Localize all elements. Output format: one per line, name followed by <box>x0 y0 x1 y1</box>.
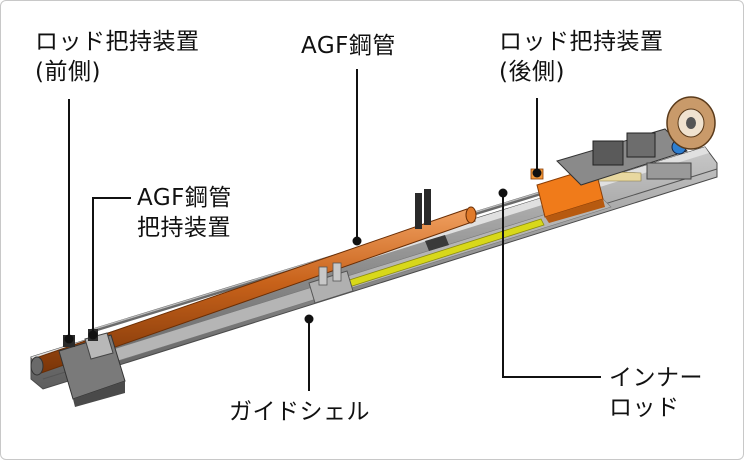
hose-reel <box>666 96 716 150</box>
drill-head-assembly <box>556 128 692 186</box>
label-front-rod-holder-line2: (前側) <box>35 59 101 85</box>
leader-agf-pipe-holder <box>92 197 131 335</box>
label-rear-rod-holder-line1: ロッド把持装置 <box>499 29 664 55</box>
label-agf-steel-pipe: AGF鋼管 <box>301 33 396 59</box>
middle-carriage <box>308 262 354 304</box>
mast-bracket <box>415 189 449 251</box>
label-inner-rod: インナー ロッド <box>609 363 703 423</box>
label-agf-pipe-holder-line2: 把持装置 <box>137 215 231 241</box>
guide-shell <box>30 146 718 390</box>
leader-inner-rod <box>502 193 601 378</box>
label-rear-rod-holder-line2: (後側) <box>499 59 565 85</box>
label-front-rod-holder-line1: ロッド把持装置 <box>35 29 200 55</box>
label-front-rod-holder: ロッド把持装置 (前側) <box>35 27 200 87</box>
label-agf-pipe-holder-line1: AGF鋼管 <box>137 185 232 211</box>
label-agf-pipe-holder: AGF鋼管 把持装置 <box>137 183 232 243</box>
label-rear-rod-holder: ロッド把持装置 (後側) <box>499 27 664 87</box>
label-inner-rod-line1: インナー <box>609 365 703 391</box>
label-inner-rod-line2: ロッド <box>609 395 680 421</box>
agf-steel-pipe <box>30 206 477 376</box>
label-guide-shell: ガイドシェル <box>229 399 370 425</box>
leader-lines <box>64 69 601 391</box>
